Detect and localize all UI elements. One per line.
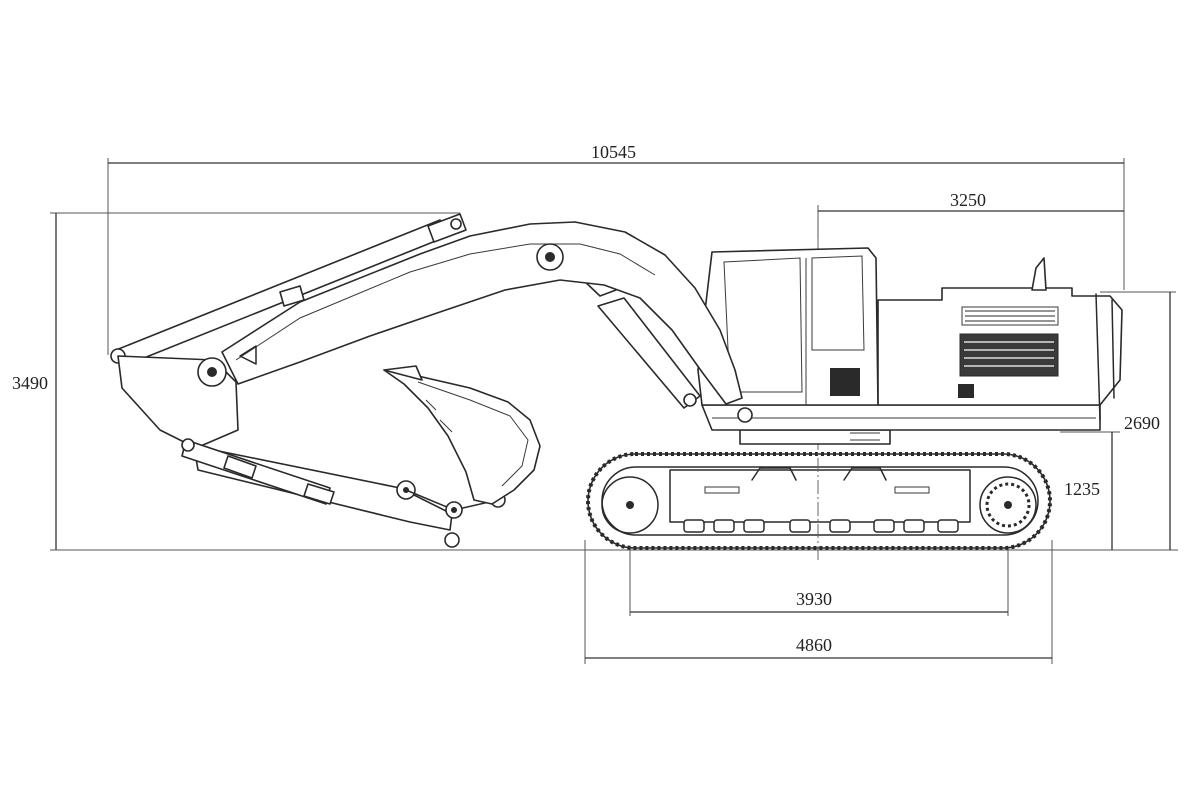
dim-overall-height: 3490 [12,373,48,393]
dim-rear-distance: 3250 [950,190,986,210]
bucket [383,365,541,505]
excavator-side-view-icon [110,213,1123,562]
dim-tumbler-distance: 3930 [796,589,832,609]
dimension-labels: 10545 3250 3490 2690 1235 3930 4860 [12,142,1160,655]
dimension-lines [50,158,1178,664]
arm [117,355,506,548]
crawler-track [586,452,1052,550]
upper-structure [697,247,1123,445]
dim-track-length: 4860 [796,635,832,655]
boom [221,221,753,423]
dim-overall-length: 10545 [591,142,636,162]
dim-ground-clearance: 1235 [1064,479,1100,499]
dim-counterweight-height: 2690 [1124,413,1160,433]
